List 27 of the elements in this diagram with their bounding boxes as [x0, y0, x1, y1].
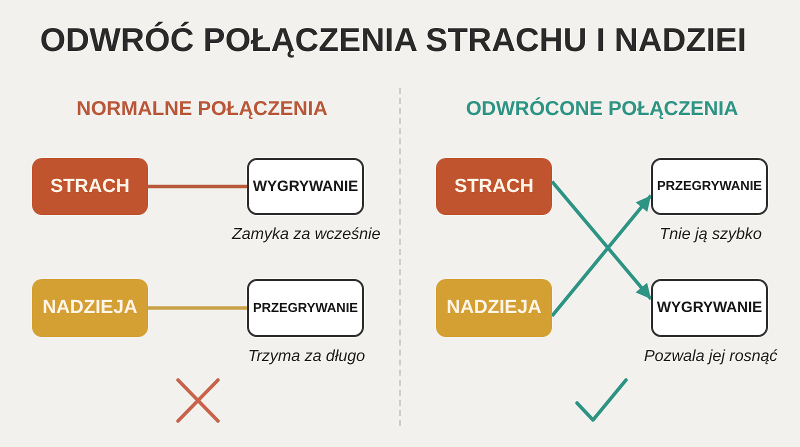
node-label: PRZEGRYWANIE: [657, 179, 762, 194]
node-label: NADZIEJA: [446, 297, 542, 319]
outcome-box: [247, 279, 364, 337]
node-label: NADZIEJA: [42, 297, 138, 319]
node-label: STRACH: [454, 176, 534, 198]
arrow: [550, 194, 652, 318]
caption-text: Tnie ją szybko: [660, 225, 762, 245]
connector-line: [148, 184, 247, 188]
concept-box: [436, 279, 552, 337]
node-label: PRZEGRYWANIE: [253, 300, 358, 316]
arrow: [550, 180, 652, 300]
caption-text: Pozwala jej rosnąć: [644, 347, 778, 367]
concept-box: [436, 158, 552, 215]
outcome-box: [651, 279, 768, 337]
outcome-box: [247, 158, 364, 215]
concept-box: [32, 158, 148, 215]
caption-text: Zamyka za wcześnie: [232, 225, 380, 245]
concept-box: [32, 279, 148, 337]
title: ODWRÓĆ POŁĄCZENIA STRACHU I NADZIEI: [40, 21, 746, 59]
section-heading: ODWRÓCONE POŁĄCZENIA: [466, 97, 738, 121]
node-label: WYGRYWANIE: [656, 299, 762, 317]
caption-text: Trzyma za długo: [248, 347, 366, 367]
section-heading: NORMALNE POŁĄCZENIA: [76, 97, 328, 121]
node-label: STRACH: [50, 176, 130, 198]
connector-line: [148, 306, 247, 310]
outcome-box: [651, 158, 768, 215]
node-label: WYGRYWANIE: [252, 178, 358, 196]
